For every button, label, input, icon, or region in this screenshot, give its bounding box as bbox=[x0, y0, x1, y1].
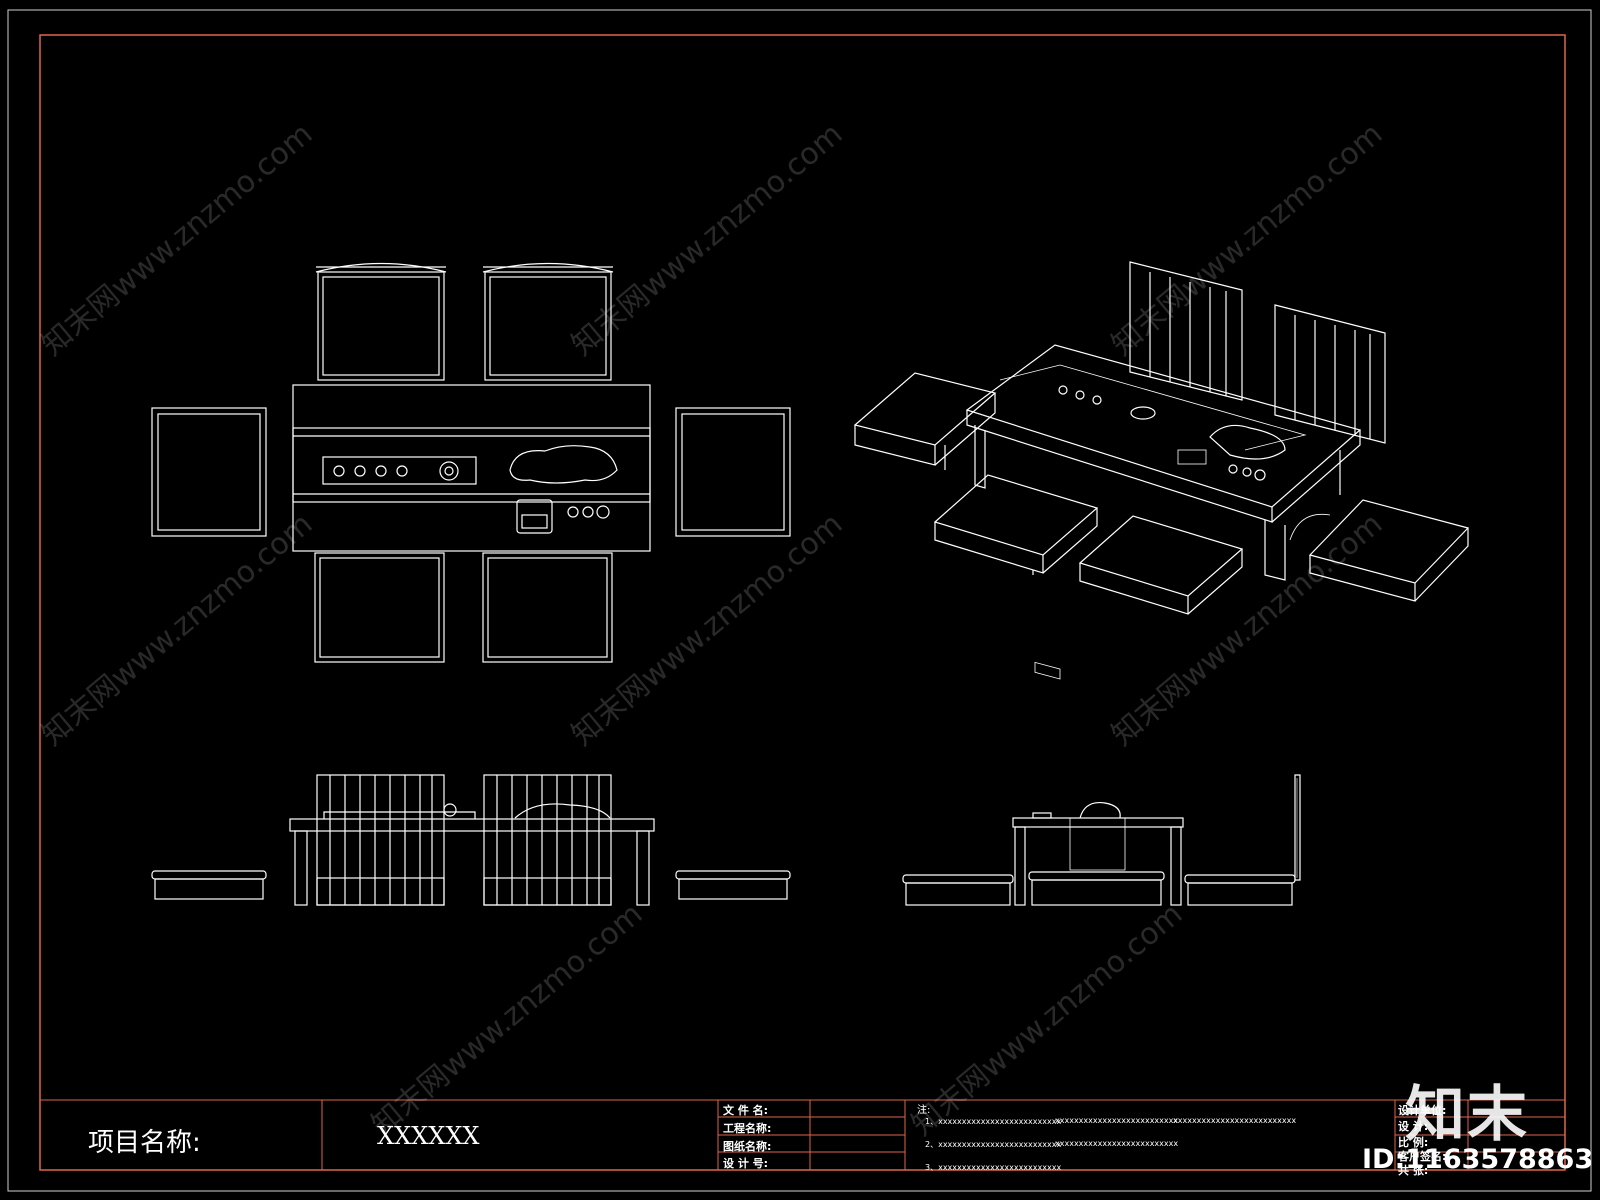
plan-chair-top-right bbox=[482, 262, 614, 381]
field-design-unit: 设计单位: bbox=[1398, 1104, 1447, 1117]
drawing-frame bbox=[39, 34, 1566, 1171]
elev-stool-right bbox=[675, 870, 791, 900]
front-elevation bbox=[151, 774, 791, 906]
note-line: 2、xxxxxxxxxxxxxxxxxxxxxxxxxx bbox=[925, 1140, 1062, 1149]
plan-stool-bottom-left bbox=[314, 552, 445, 663]
note-line: 1、xxxxxxxxxxxxxxxxxxxxxxxxxx bbox=[925, 1117, 1062, 1126]
iso-stone-ornament bbox=[1209, 424, 1286, 460]
iso-table bbox=[965, 344, 1362, 680]
plan-kettle-base bbox=[516, 499, 553, 534]
side-stool-left bbox=[902, 874, 1014, 906]
plan-tea-tray bbox=[322, 456, 477, 485]
plan-stool-left bbox=[151, 407, 267, 537]
note-line: xxxxxxxxxxxxxxxxxxxxxxxxxx bbox=[1173, 1116, 1297, 1125]
plan-table bbox=[292, 384, 651, 552]
iso-chair-left bbox=[1129, 261, 1243, 401]
elev-chair-right bbox=[483, 774, 612, 906]
field-drawing-name: 图纸名称: bbox=[723, 1140, 772, 1153]
notes-title: 注: bbox=[917, 1105, 931, 1116]
plan-view bbox=[151, 262, 791, 663]
note-line: xxxxxxxxxxxxxxxxxxxxxxxxxx bbox=[1055, 1116, 1179, 1125]
znzmo-logo: 知末 bbox=[1405, 1080, 1529, 1150]
elev-chair-left bbox=[316, 774, 445, 906]
iso-stool-front-1 bbox=[933, 474, 1099, 575]
side-chair-right bbox=[1184, 774, 1301, 906]
note-line: 3、xxxxxxxxxxxxxxxxxxxxxxxxxx bbox=[925, 1163, 1062, 1172]
iso-stool-front-2 bbox=[1078, 515, 1244, 615]
plan-chair-top-left bbox=[315, 262, 447, 381]
outer-sheet-border bbox=[7, 9, 1592, 1192]
field-file-name: 文 件 名: bbox=[723, 1104, 769, 1117]
field-designer: 设 计: bbox=[1398, 1120, 1429, 1133]
field-design-number: 设 计 号: bbox=[723, 1157, 769, 1170]
field-client-signature: 客户签名: bbox=[1398, 1150, 1447, 1163]
field-sheet-count: 共 张: bbox=[1398, 1164, 1429, 1177]
field-scale: 比 例: bbox=[1398, 1136, 1429, 1149]
project-name-value: XXXXXX bbox=[377, 1122, 480, 1150]
plan-stool-right bbox=[675, 407, 791, 537]
image-id-mark: ID:1163578863 bbox=[1362, 1144, 1594, 1175]
side-elevation bbox=[902, 774, 1301, 906]
elev-table-top bbox=[289, 818, 655, 832]
field-project-name: 工程名称: bbox=[723, 1122, 772, 1135]
side-stool-center bbox=[1028, 871, 1165, 906]
iso-chair-right bbox=[1274, 304, 1386, 444]
iso-stool-far-left bbox=[853, 372, 997, 470]
isometric-view bbox=[853, 261, 1470, 680]
plan-stool-bottom-right bbox=[482, 552, 613, 663]
note-line: xxxxxxxxxxxxxxxxxxxxxxxxxx bbox=[1055, 1139, 1179, 1148]
elev-stool-left bbox=[151, 870, 267, 900]
plan-stone-ornament bbox=[509, 445, 618, 484]
iso-stool-right bbox=[1308, 499, 1470, 602]
title-block bbox=[40, 1099, 1565, 1170]
project-name-label: 项目名称: bbox=[88, 1128, 201, 1158]
side-table-top bbox=[1012, 817, 1184, 828]
